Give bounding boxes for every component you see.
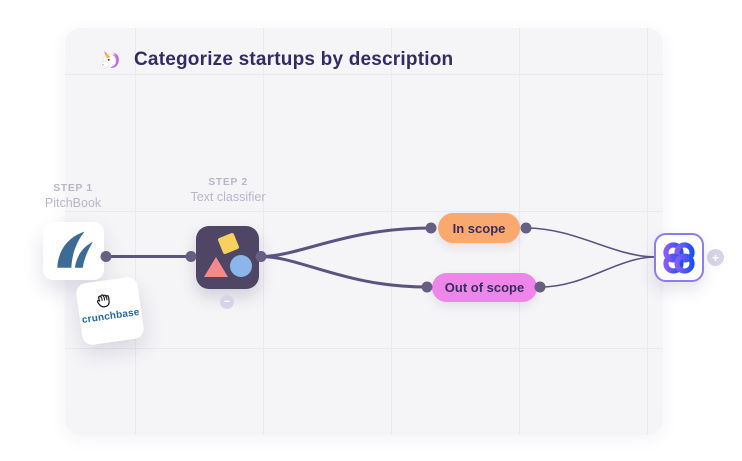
crunchbase-label: crunchbase — [81, 306, 141, 326]
add-step-button[interactable]: + — [707, 249, 724, 266]
circle-shape — [230, 255, 252, 277]
out-of-scope-label: Out of scope — [444, 280, 525, 295]
unicorn-icon — [99, 49, 122, 72]
knot-logo-icon — [660, 239, 698, 277]
page-title: Categorize startups by description — [134, 49, 454, 70]
crunchbase-node[interactable]: crunchbase — [74, 275, 146, 347]
text-classifier-node[interactable] — [196, 226, 259, 289]
triangle-shape — [204, 257, 228, 277]
step1-label: STEP 1 — [53, 182, 93, 194]
remove-step-button[interactable]: − — [220, 295, 234, 309]
step1-caption: STEP 1 PitchBook — [3, 181, 143, 212]
workflow-title: Categorize startups by description — [99, 46, 453, 74]
minus-icon: − — [223, 296, 231, 308]
in-scope-label: In scope — [452, 220, 506, 236]
workflow-canvas[interactable] — [65, 28, 663, 435]
plus-icon: + — [711, 250, 719, 265]
pitchbook-logo-icon — [52, 229, 96, 273]
square-shape — [217, 232, 240, 255]
step2-caption: STEP 2 Text classifier — [158, 175, 298, 206]
output-node[interactable] — [654, 233, 704, 282]
category-out-of-scope[interactable]: Out of scope — [432, 273, 537, 302]
step2-name: Text classifier — [190, 190, 266, 205]
category-in-scope[interactable]: In scope — [438, 213, 520, 243]
grab-hand-icon — [92, 288, 116, 312]
step2-label: STEP 2 — [208, 176, 248, 188]
step1-name: PitchBook — [44, 196, 102, 211]
pitchbook-node[interactable] — [43, 222, 104, 280]
